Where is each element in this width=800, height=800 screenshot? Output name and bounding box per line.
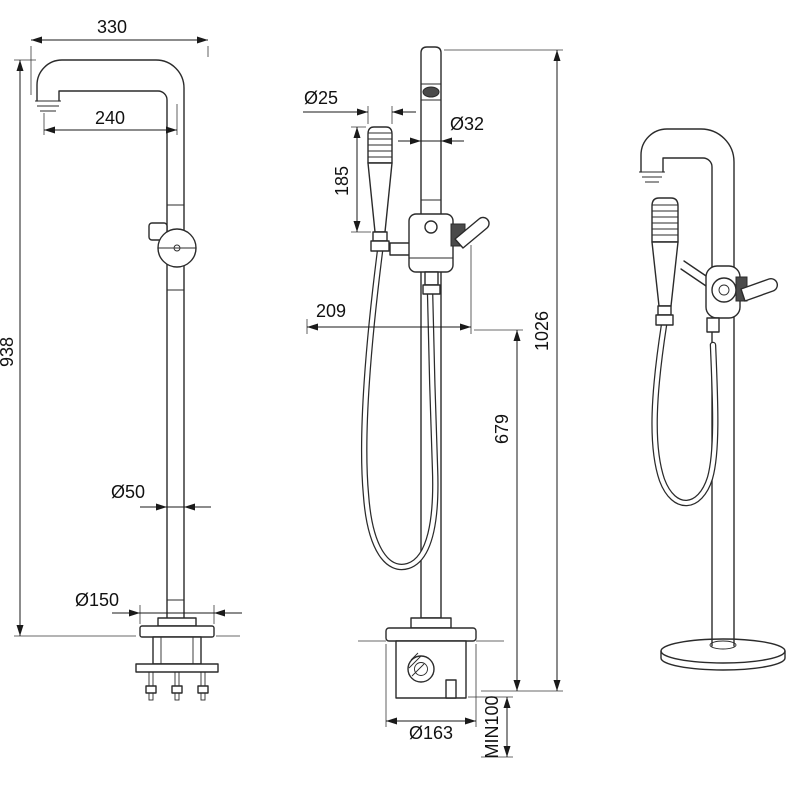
base-disc-edge bbox=[660, 650, 786, 671]
dim-total-height: 1026 bbox=[444, 49, 563, 692]
dim-label-spout-reach: 240 bbox=[95, 108, 125, 128]
dim-label-spout-width: 330 bbox=[97, 17, 127, 37]
spout-aerator-persp bbox=[639, 171, 665, 183]
spout-outlet-front bbox=[422, 86, 440, 98]
dim-handshower-length: 185 bbox=[332, 126, 371, 233]
extension-line bbox=[367, 106, 393, 124]
handshower-handle bbox=[367, 162, 393, 233]
body-screw bbox=[424, 220, 438, 234]
handshower-head-persp bbox=[651, 197, 679, 243]
base-flange bbox=[139, 625, 215, 638]
dim-base-diameter-side: Ø150 bbox=[75, 590, 242, 624]
body-cap-center bbox=[718, 284, 730, 296]
handle-lever-persp bbox=[740, 277, 779, 302]
spout-aerator bbox=[35, 100, 61, 112]
dim-label-column-diameter: Ø50 bbox=[111, 482, 145, 502]
handshower-handle-persp bbox=[651, 241, 679, 307]
dim-spout-width: 330 bbox=[30, 17, 209, 95]
view-front: Ø25 Ø32 185 209 1026 679 bbox=[303, 46, 563, 759]
dim-handshower-diameter: Ø25 bbox=[303, 88, 416, 124]
base-disc bbox=[660, 638, 786, 664]
dim-column-diameter: Ø50 bbox=[111, 482, 211, 511]
body-cap-persp bbox=[711, 277, 737, 303]
dim-spout-reach: 240 bbox=[43, 104, 178, 135]
handshower-connector-persp bbox=[657, 305, 672, 316]
spout-outline-outer bbox=[36, 59, 185, 619]
riser-joint-lines bbox=[421, 83, 441, 201]
mounting-bolts bbox=[145, 671, 209, 701]
bolt-nut bbox=[171, 685, 183, 694]
dim-label-base-diameter-front: Ø163 bbox=[409, 723, 453, 743]
handle-disc-center bbox=[173, 244, 181, 252]
dim-label-total-height: 1026 bbox=[532, 311, 552, 351]
dim-label-base-diameter-side: Ø150 bbox=[75, 590, 119, 610]
dim-width: 209 bbox=[306, 245, 472, 334]
spout-outline-inner bbox=[58, 90, 168, 619]
dim-outlet-height: 679 bbox=[474, 329, 523, 691]
extension-line bbox=[385, 644, 477, 727]
spout-column-persp-inner bbox=[662, 157, 713, 647]
spout-column-persp-outer bbox=[640, 128, 735, 647]
shower-hose bbox=[362, 249, 438, 569]
extension-line bbox=[444, 49, 563, 692]
view-perspective bbox=[639, 128, 786, 671]
dim-label-width: 209 bbox=[316, 301, 346, 321]
dim-label-outlet-height: 679 bbox=[492, 414, 512, 444]
dim-label-handshower-diameter: Ø25 bbox=[304, 88, 338, 108]
shower-hose-persp bbox=[652, 323, 718, 505]
drain-fitting-hatch bbox=[408, 652, 425, 677]
mounting-block-lines bbox=[160, 637, 194, 664]
hose-outlet-nut bbox=[422, 284, 441, 295]
handshower-connector bbox=[372, 231, 388, 242]
hose-outlet-persp bbox=[706, 317, 720, 333]
extension-line bbox=[30, 46, 209, 95]
handle-lever bbox=[454, 216, 490, 249]
base-flange-front bbox=[385, 627, 477, 642]
handshower-head-ribs bbox=[368, 132, 392, 158]
bolt-nut bbox=[197, 685, 209, 694]
hose-outlet-connector bbox=[424, 271, 439, 286]
shower-hose-persp-outline bbox=[651, 321, 719, 507]
dim-base-diameter-front: Ø163 bbox=[385, 644, 477, 743]
base-collar bbox=[157, 617, 197, 627]
mounting-block bbox=[152, 636, 202, 665]
dim-min-depth: MIN100 bbox=[468, 695, 513, 759]
dim-label-height: 938 bbox=[0, 337, 17, 367]
view-side: 330 240 938 Ø50 Ø150 bbox=[0, 17, 242, 701]
bolt-nut bbox=[145, 685, 157, 694]
column-joint-lines bbox=[167, 204, 184, 601]
extension-line bbox=[14, 59, 240, 637]
drain-fitting-inner bbox=[414, 662, 428, 676]
mounting-plate bbox=[135, 663, 219, 673]
handshower-head-ribs-persp bbox=[652, 204, 678, 236]
box-detail bbox=[445, 679, 457, 699]
dim-label-handshower-length: 185 bbox=[332, 166, 352, 196]
drain-fitting-outer bbox=[407, 655, 435, 683]
dim-label-min-depth: MIN100 bbox=[482, 695, 502, 758]
dim-riser-diameter: Ø32 bbox=[398, 114, 484, 145]
base-disc-collar bbox=[709, 640, 737, 650]
handshower-nut-persp bbox=[655, 314, 674, 326]
dim-label-riser-diameter: Ø32 bbox=[450, 114, 484, 134]
handshower-nut bbox=[370, 240, 390, 252]
base-collar-front bbox=[410, 617, 452, 629]
dim-height: 938 bbox=[0, 59, 240, 637]
